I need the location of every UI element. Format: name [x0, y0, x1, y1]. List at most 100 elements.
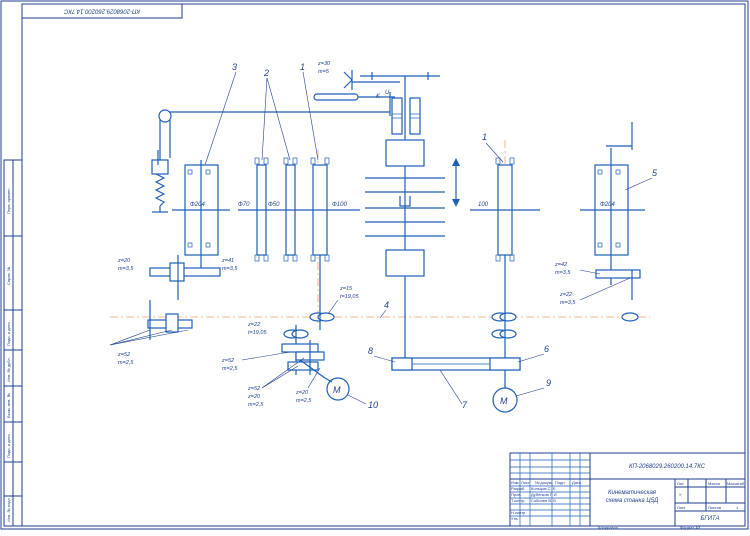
callout-1-left: 1: [300, 62, 305, 72]
role-razrab: Разраб.: [511, 486, 525, 491]
gear-r1-m: m=3,5: [555, 270, 571, 276]
gear-c3-z: z=20: [295, 390, 309, 396]
conveyor-7: [391, 357, 521, 371]
side-label-7: Инв. № подл.: [6, 497, 11, 522]
side-label-4: Инв. № дубл.: [6, 357, 11, 382]
callout-9: 9: [546, 378, 551, 388]
callout-5: 5: [652, 168, 658, 178]
callout-2: 2: [263, 68, 269, 78]
name-razrab: Кольцов С. Е.: [531, 486, 556, 491]
hdr-list: Лист: [521, 480, 530, 485]
copied-label: Копировал: [598, 525, 619, 530]
gear-c3-m: m=2,5: [296, 398, 312, 404]
carriage-upper: [385, 139, 425, 167]
saw-3-assembly: Ф204 z=20 m=3,5 z=41 m=3,5: [117, 160, 238, 300]
chain-w1-z: z=15: [339, 286, 353, 292]
callout-6: 6: [544, 344, 549, 354]
callout-7: 7: [462, 400, 468, 410]
top-stamp-text: КП-2068029.260200.14.7КС: [63, 7, 140, 13]
hdr-podp: Подп.: [555, 480, 566, 485]
saw-1-left-assembly: Ф100 z=15 t=19,05: [305, 157, 360, 330]
title-line2: схема станка Ц5Д: [606, 498, 659, 504]
role-tkontr: Т.контр.: [511, 498, 526, 503]
sheets-value: 1: [736, 505, 739, 510]
hdr-data: Дата: [572, 480, 582, 485]
col-mass: Масса: [708, 481, 721, 486]
gear-top-z: z=30: [317, 61, 331, 67]
motor-right: M: [492, 370, 518, 413]
side-label-6: Подп. и дата: [6, 434, 11, 458]
hdr-ndoc: № докум.: [535, 480, 553, 485]
chain-w1-t: t=19,05: [340, 294, 359, 300]
lit-value: У: [679, 492, 682, 497]
label-u: U: [385, 90, 390, 96]
callout-4: 4: [384, 300, 389, 310]
gear-r2-m: m=3,5: [560, 300, 576, 306]
org-name: БГИТА: [701, 516, 720, 522]
doc-code: КП-2068029.260200.14.7КС: [629, 464, 706, 470]
gear-r2-z: z=22: [559, 292, 572, 298]
gear-r1-z: z=42: [554, 262, 567, 268]
role-prov: Пров.: [511, 492, 522, 497]
pulley-circle: [158, 109, 172, 123]
sheet-label: Лист: [677, 505, 686, 510]
gear-c1-z: z=52: [221, 358, 234, 364]
dim-d70: Ф70: [238, 202, 250, 208]
hdr-izm: Изм.: [511, 480, 520, 485]
callout-3: 3: [232, 62, 237, 72]
saw-2-assembly: Ф70 Ф50: [238, 157, 305, 262]
name-tkontr: Соболев В. В.: [531, 498, 557, 503]
chain-w2-z: z=22: [247, 322, 260, 328]
gear-l3-m: m=2,5: [118, 360, 134, 366]
lever-handle: [313, 93, 359, 101]
format-label: Формат А3: [680, 525, 701, 530]
side-label-2: Справ. №: [6, 267, 11, 285]
chain-w2: z=22 t=19,05 z=52 m=2,5 z=52 z=20 m=2,5 …: [221, 322, 326, 408]
col-lit: Лит.: [677, 481, 684, 486]
sheets-label: Листов: [708, 505, 721, 510]
gear-l2-m: m=3,5: [222, 266, 238, 272]
gear-l3-z: z=52: [117, 352, 130, 358]
callout-8: 8: [368, 346, 373, 356]
spring: [154, 169, 166, 207]
title-line1: Кинематическая: [608, 490, 657, 496]
central-column: U: [365, 76, 460, 358]
dim-d50: Ф50: [268, 202, 280, 208]
callout-1-right: 1: [482, 132, 487, 142]
role-utv: Утв.: [511, 516, 519, 521]
motor-left: M: [324, 377, 350, 401]
label-k: K: [376, 94, 381, 100]
motor-left-label: M: [333, 385, 341, 395]
top-feed-mechanism: K z=30 m=5: [151, 61, 440, 213]
gear-z52-left: z=52 m=2,5: [109, 300, 193, 366]
callouts: 1 2 3 1 4 5 6 7 8 9 10: [204, 62, 658, 410]
chain-w2-t: t=19,05: [248, 330, 267, 336]
role-nkontr: Н.контр.: [511, 510, 526, 515]
name-prov: Дубенков Г. И.: [531, 492, 558, 497]
gear-c2-m: m=2,5: [248, 402, 264, 408]
dim-d204-left: Ф204: [190, 202, 205, 208]
carriage-lower: [385, 249, 425, 277]
side-label-1: Перв. примен.: [6, 187, 11, 214]
title-block: КП-2068029.260200.14.7КС Кинематическая …: [509, 452, 746, 527]
side-strip: Перв. примен. Справ. № Подп. и дата Инв.…: [3, 159, 23, 527]
gear-c2-z: z=52: [247, 386, 260, 392]
saw-5-assembly: Ф204 z=42 m=3,5 z=22 m=3,5: [554, 122, 645, 322]
side-label-5: Взам. инв. №: [6, 393, 11, 418]
gear-l1-z: z=20: [117, 258, 131, 264]
motor-right-label: M: [500, 396, 508, 406]
side-label-3: Подп. и дата: [6, 322, 11, 346]
saw-1-right-assembly: 100: [470, 157, 540, 358]
dim-d204-right: Ф204: [600, 202, 615, 208]
callout-10: 10: [368, 400, 378, 410]
col-scale: Масштаб: [727, 481, 745, 486]
gear-l2-z: z=41: [221, 258, 234, 264]
top-stamp: КП-2068029.260200.14.7КС: [21, 3, 183, 19]
gear-c1-m: m=2,5: [222, 366, 238, 372]
gear-c2-z2: z=20: [247, 394, 261, 400]
dim-d100-right: 100: [478, 202, 489, 208]
dim-d100: Ф100: [332, 202, 347, 208]
